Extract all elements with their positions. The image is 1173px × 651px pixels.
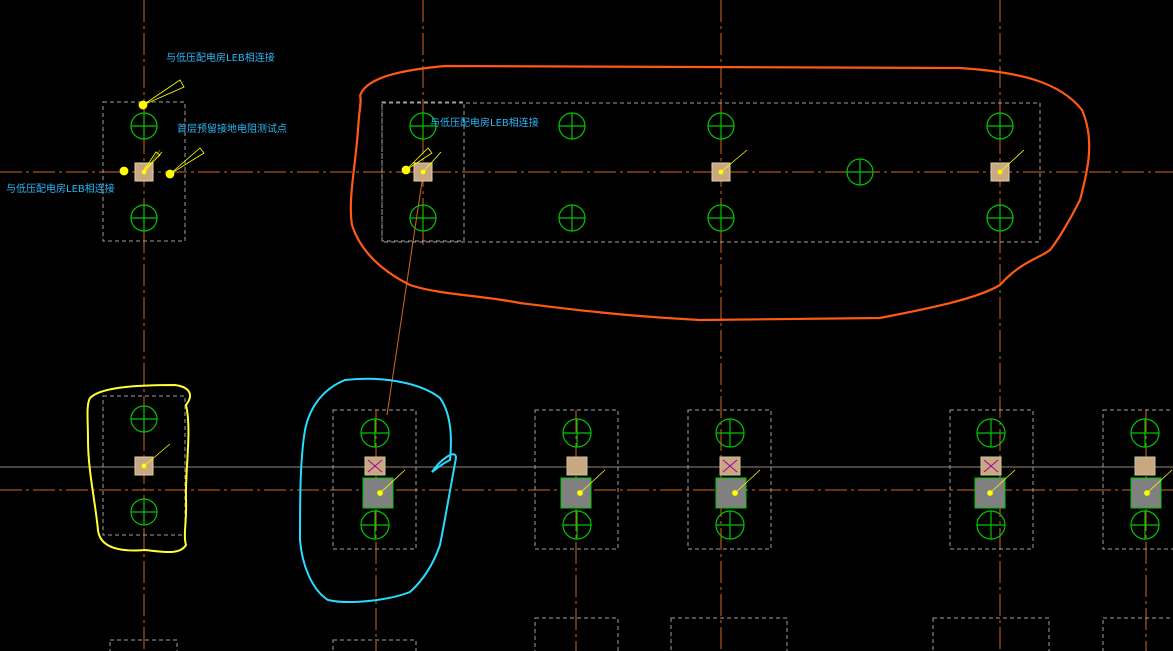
pile-circle-icon — [562, 418, 592, 448]
pile-caps — [102, 101, 1173, 651]
pile-circle-icon — [707, 204, 735, 232]
pile-circles — [130, 112, 1160, 540]
bolts — [119, 79, 1173, 496]
revision-cloud-yellow — [86, 383, 191, 553]
pile-circle-icon — [130, 112, 158, 140]
pile-circle-icon — [715, 510, 745, 540]
marker-box-icon — [364, 456, 386, 476]
pile-circle-icon — [976, 510, 1006, 540]
revision-cloud-cyan — [298, 377, 458, 603]
pile-circle-icon — [130, 204, 158, 232]
marker-box-icon — [566, 456, 588, 476]
pile-circle-icon — [130, 498, 158, 526]
lightning-bolt-icon — [987, 469, 1016, 496]
marker-box-icon — [1134, 456, 1156, 476]
marker-box-icon — [980, 456, 1002, 476]
lightning-bolt-icon — [577, 469, 606, 496]
pile-circle-icon — [1130, 418, 1160, 448]
pile-circle-icon — [1130, 510, 1160, 540]
lightning-bolt-icon — [732, 469, 761, 496]
pile-circle-icon — [558, 204, 586, 232]
lightning-bolt-icon — [718, 149, 748, 175]
pile-circle-icon — [846, 158, 874, 186]
lightning-bolt-icon — [997, 149, 1025, 175]
pile-circle-icon — [409, 204, 437, 232]
grounding-box-icon — [715, 477, 747, 509]
label-top-middle: 与低压配电房LEB相连接 — [430, 116, 539, 129]
lightning-bolt-icon — [377, 469, 406, 496]
pile-circle-icon — [986, 204, 1014, 232]
label-top-left-a: 与低压配电房LEB相连接 — [166, 51, 275, 64]
grounding-box-icon — [560, 477, 592, 509]
revision-cloud-orange — [349, 64, 1091, 322]
pile-circle-icon — [562, 510, 592, 540]
label-top-left-b: 首层预留接地电阻测试点 — [177, 122, 287, 135]
marker-boxes — [364, 456, 1156, 476]
pile-circle-icon — [558, 112, 586, 140]
pile-circle-icon — [986, 112, 1014, 140]
marker-box-icon — [719, 456, 741, 476]
lightning-bolt-icon — [141, 443, 171, 469]
pile-circle-icon — [707, 112, 735, 140]
pile-circle-icon — [409, 112, 437, 140]
pile-circle-icon — [360, 418, 390, 448]
lightning-bolt-icon — [420, 151, 442, 175]
pile-circle-icon — [130, 405, 158, 433]
lightning-bolt-icon — [1144, 469, 1173, 496]
pile-circle-icon — [360, 510, 390, 540]
pile-circle-icon — [715, 418, 745, 448]
label-left-edge: 与低压配电房LEB相连接 — [6, 182, 115, 195]
pile-circle-icon — [976, 418, 1006, 448]
